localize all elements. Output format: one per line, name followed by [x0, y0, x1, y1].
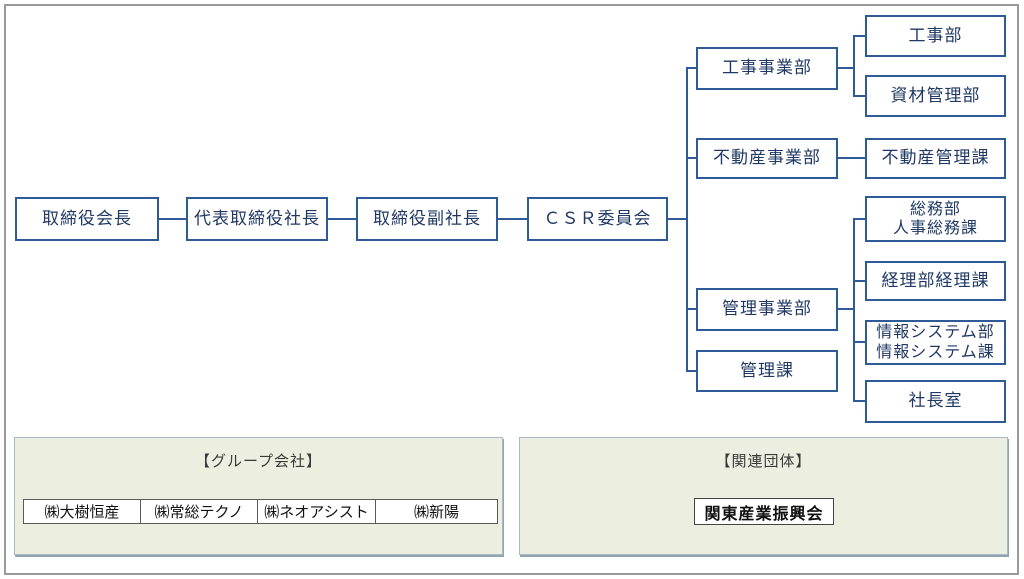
connector-branch-accounting: [853, 280, 865, 282]
connector-construction-branch-trunk: [853, 35, 855, 97]
company-cell-shinyo: ㈱新陽: [375, 499, 498, 524]
node-real-estate-division: 不動産事業部: [696, 138, 838, 179]
connector-president-vicepresident: [328, 218, 356, 220]
node-csr-committee: ＣＳＲ委員会: [527, 197, 668, 241]
connector-branch-president-office: [853, 400, 865, 402]
node-information-systems-line1: 情報システム部: [876, 324, 995, 342]
connector-administration-division-branch: [838, 308, 855, 310]
connector-construction-division-branch: [838, 67, 855, 69]
node-information-systems-line2: 情報システム課: [876, 343, 995, 361]
group-companies-panel: 【グループ会社】 ㈱大樹恒産 ㈱常総テクノ ㈱ネオアシスト ㈱新陽: [14, 437, 503, 555]
connector-administration-branch-trunk: [853, 218, 855, 402]
node-representative-president: 代表取締役社長: [186, 197, 328, 241]
connector-trunk-administration-division: [686, 308, 696, 310]
company-cell-neo-assist: ㈱ネオアシスト: [257, 499, 376, 524]
node-general-affairs-line2: 人事総務課: [892, 220, 978, 237]
group-companies-title: 【グループ会社】: [194, 453, 323, 470]
node-construction-division: 工事事業部: [696, 47, 838, 90]
connector-trunk-construction-division: [686, 67, 696, 69]
connector-branch-materials: [853, 95, 865, 97]
company-cell-taiju-kosan: ㈱大樹恒産: [23, 499, 141, 524]
connector-trunk-administration-section: [686, 370, 696, 372]
node-materials-management: 資材管理部: [865, 75, 1006, 117]
connector-realestate-management: [838, 157, 865, 159]
node-vice-president: 取締役副社長: [356, 197, 498, 241]
connector-trunk-realestate-division: [686, 157, 696, 159]
connector-main-trunk: [686, 67, 688, 372]
node-administration-division: 管理事業部: [696, 288, 838, 331]
node-real-estate-management: 不動産管理課: [865, 138, 1006, 179]
node-accounting: 経理部経理課: [865, 261, 1006, 301]
connector-branch-information-systems: [853, 341, 865, 343]
related-organization-box: 関東産業振興会: [694, 498, 834, 525]
connector-branch-construction-dept: [853, 35, 865, 37]
connector-vicepresident-csr: [498, 218, 527, 220]
node-construction-department: 工事部: [865, 15, 1006, 57]
related-organizations-panel: 【関連団体】 関東産業振興会: [519, 437, 1008, 555]
node-president-office: 社長室: [865, 380, 1006, 423]
connector-chairman-president: [159, 218, 186, 220]
connector-branch-general-affairs: [853, 218, 865, 220]
related-organizations-title: 【関連団体】: [715, 453, 812, 470]
node-chairman: 取締役会長: [15, 197, 159, 241]
company-cell-joso-techno: ㈱常総テクノ: [140, 499, 258, 524]
connector-csr-trunk: [668, 218, 688, 220]
node-general-affairs-line1: 総務部: [909, 200, 961, 218]
group-companies-row: ㈱大樹恒産 ㈱常総テクノ ㈱ネオアシスト ㈱新陽: [23, 499, 500, 524]
node-administration-section: 管理課: [696, 350, 838, 392]
node-general-affairs: 総務部 人事総務課: [865, 196, 1006, 242]
node-information-systems: 情報システム部 情報システム課: [865, 320, 1006, 365]
